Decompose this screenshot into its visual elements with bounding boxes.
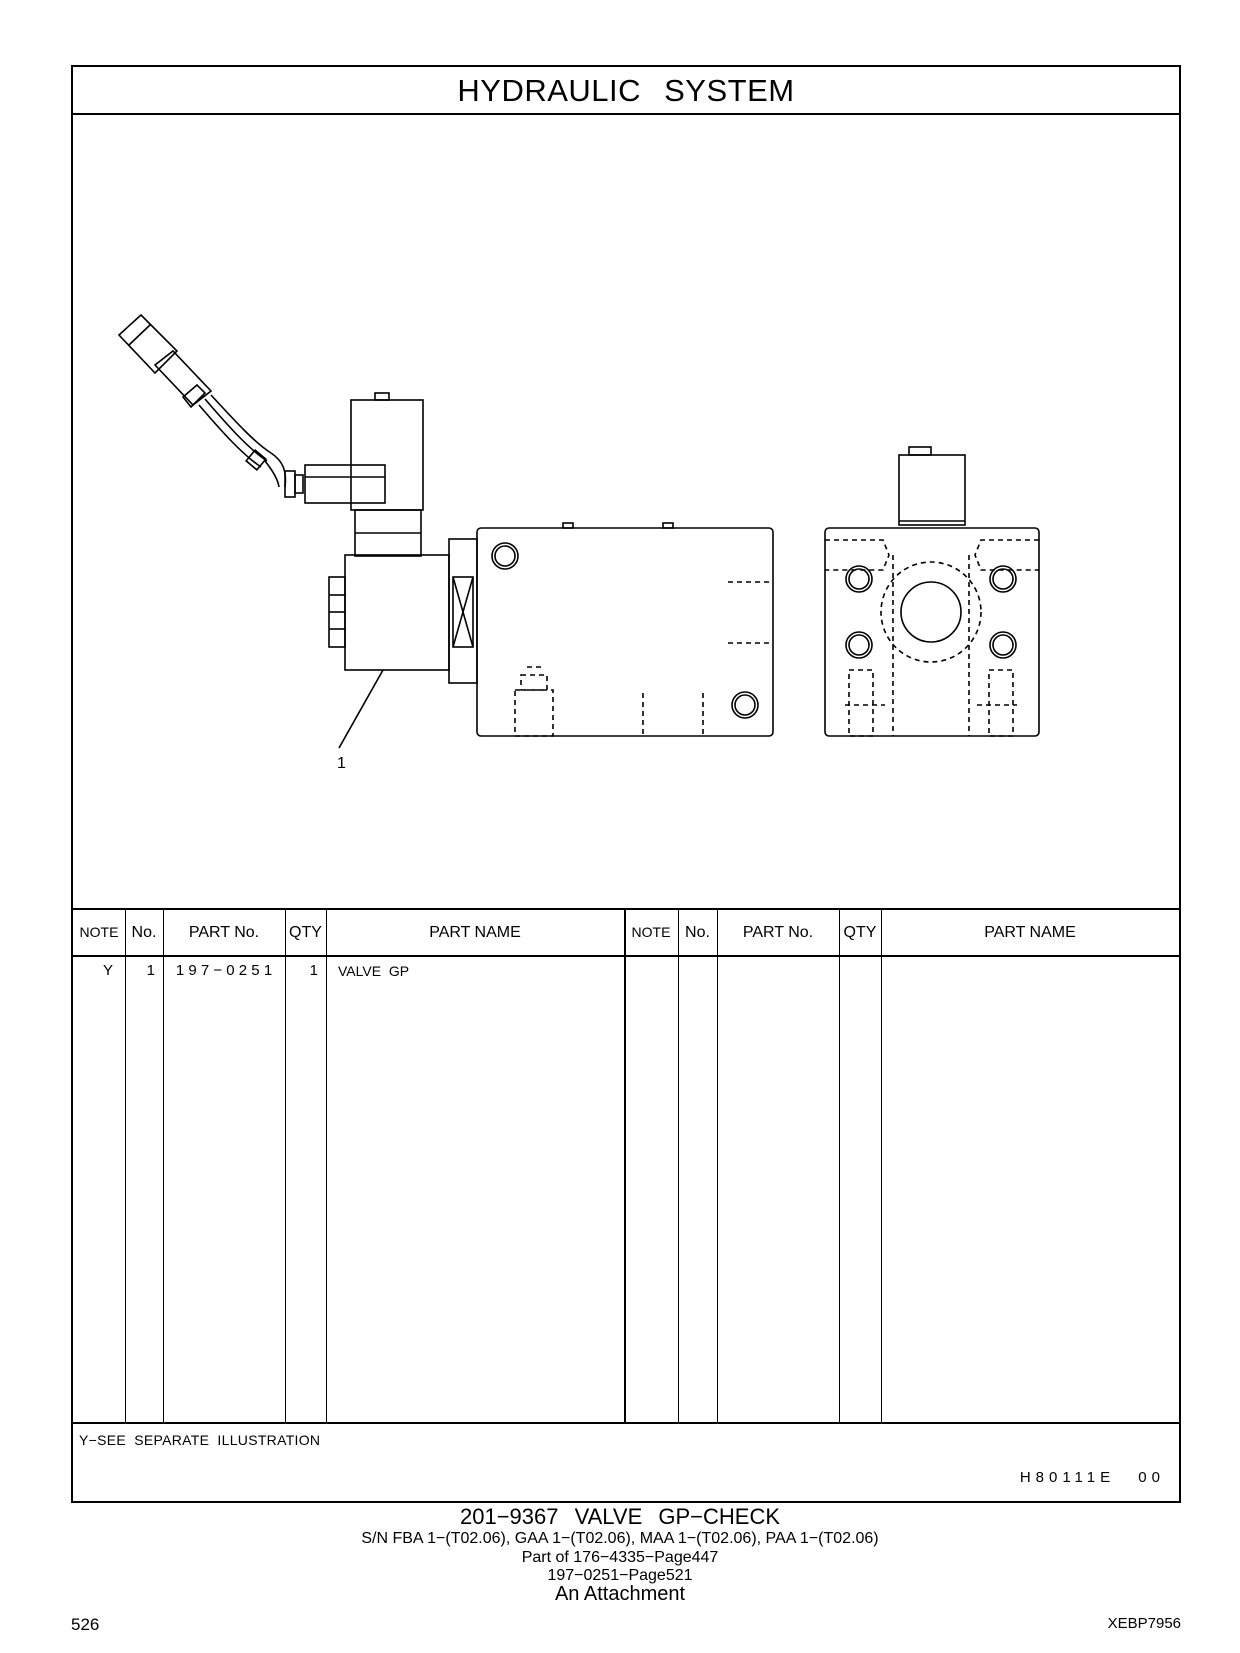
parts-table: NOTE No. PART No. QTY PART NAME NOTE No.…	[73, 908, 1179, 1424]
valve-block-end-shape	[824, 446, 1040, 737]
col-divider	[163, 910, 164, 1422]
wire-harness-shape	[198, 394, 304, 498]
row-no: 1	[146, 962, 155, 979]
header-part-name-right: PART NAME	[984, 924, 1076, 941]
header-part-name: PART NAME	[429, 924, 521, 941]
header-qty-right: QTY	[843, 924, 877, 941]
caption-serial-numbers: S/N FBA 1−(T02.06), GAA 1−(T02.06), MAA …	[361, 1530, 879, 1547]
col-divider	[839, 910, 840, 1422]
row-qty: 1	[309, 962, 318, 979]
document-id: XEBP7956	[1107, 1615, 1181, 1632]
col-divider-center	[624, 910, 626, 1422]
table-header-divider	[73, 955, 1179, 957]
col-divider	[326, 910, 327, 1422]
header-part-no: PART No.	[188, 924, 260, 941]
col-divider	[717, 910, 718, 1422]
col-divider	[285, 910, 286, 1422]
header-no: No.	[131, 924, 157, 941]
header-qty: QTY	[289, 924, 322, 941]
valve-illustration: 1	[73, 115, 1179, 909]
col-divider	[881, 910, 882, 1422]
header-note-right: NOTE	[631, 924, 671, 940]
callout-label: 1	[337, 755, 346, 772]
caption-part-of: Part of 176−4335−Page447	[521, 1549, 719, 1566]
row-note: Y	[102, 962, 113, 979]
valve-block-side-shape	[476, 522, 774, 737]
row-part-name: VALVE GP	[338, 963, 410, 979]
solenoid-body-shape	[328, 538, 478, 684]
col-divider	[678, 910, 679, 1422]
valve-drawing: 1	[117, 313, 1040, 772]
page-number: 526	[71, 1615, 100, 1634]
illustration-code: H80111E 00	[1019, 1469, 1165, 1486]
header-no-right: No.	[685, 924, 710, 941]
caption-title: 201−9367 VALVE GP−CHECK	[459, 1504, 781, 1529]
caption-attachment: An Attachment	[554, 1583, 686, 1605]
solenoid-coil-shape	[304, 392, 424, 557]
header-part-no-right: PART No.	[742, 924, 814, 941]
connector-plug-shape	[117, 313, 213, 409]
col-divider	[125, 910, 126, 1422]
table-footnote: Y−SEE SEPARATE ILLUSTRATION	[79, 1432, 321, 1448]
section-title: HYDRAULIC SYSTEM	[73, 67, 1179, 115]
callout-leader-line	[338, 669, 384, 749]
header-note: NOTE	[79, 924, 119, 940]
caption-reference: 197−0251−Page521	[547, 1567, 693, 1584]
row-part-no: 1 9 7 − 0 2 5 1	[175, 962, 273, 979]
parts-page-frame: HYDRAULIC SYSTEM	[71, 65, 1181, 1503]
